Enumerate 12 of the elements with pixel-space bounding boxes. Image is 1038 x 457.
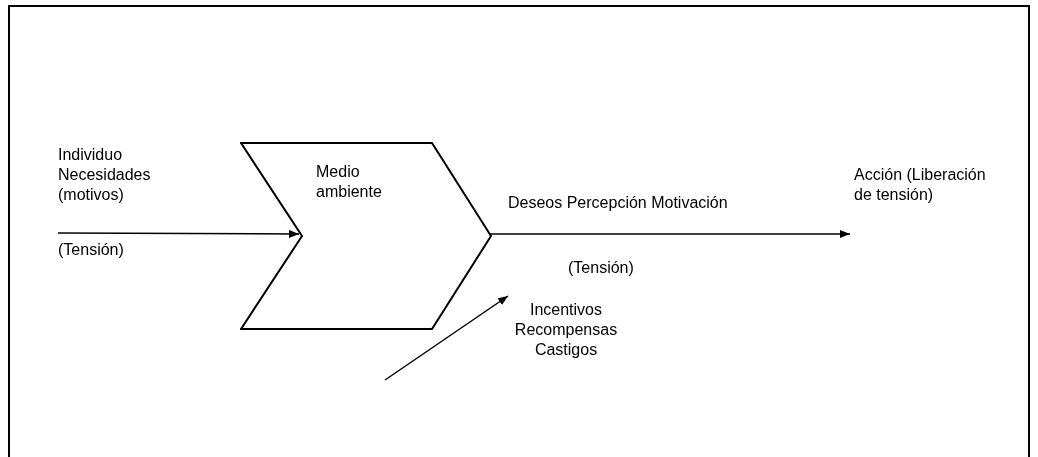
text-label: Individuo Necesidades (motivos) <box>58 145 152 205</box>
node-text: Medio ambiente <box>316 162 383 202</box>
arrow <box>489 230 851 238</box>
frame-border <box>8 5 1030 457</box>
node-text: Acción (Liberación de tensión) <box>854 165 987 205</box>
text-label: (Tensión) <box>568 258 635 278</box>
arrow <box>57 229 300 238</box>
edge-label: Deseos Percepción Motivación <box>508 193 728 213</box>
chevron-shape <box>240 142 492 330</box>
node-text: Incentivos Recompensas Castigos <box>513 300 619 360</box>
text-label: (Tensión) <box>58 240 125 260</box>
arrow <box>384 295 509 381</box>
